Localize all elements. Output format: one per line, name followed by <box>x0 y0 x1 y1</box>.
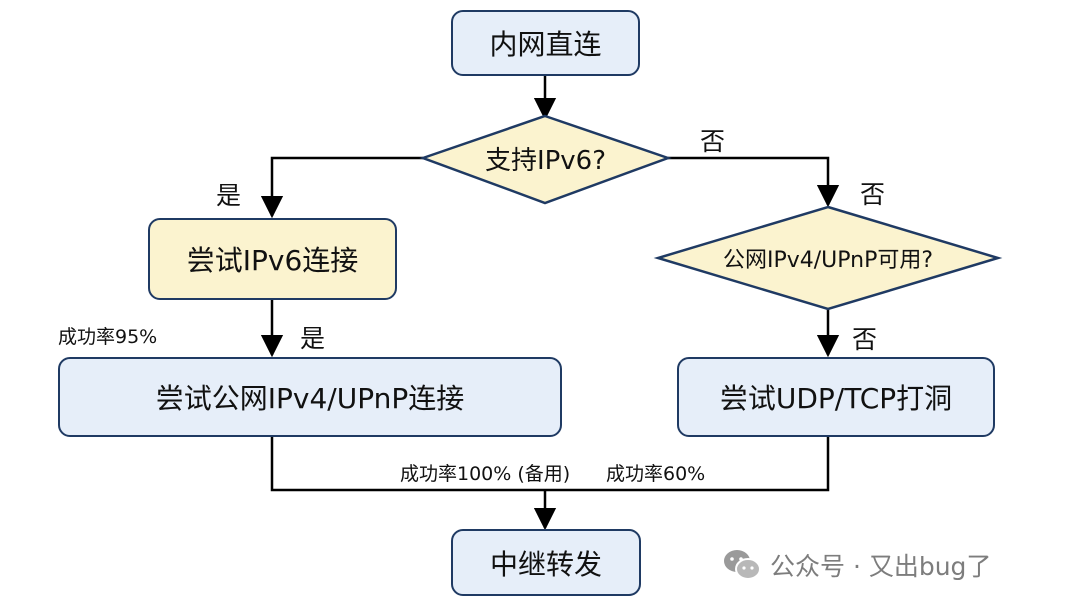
node-relay: 中继转发 <box>451 529 641 596</box>
label-public-no: 否 <box>852 325 878 354</box>
label-ipv6-no: 否 <box>700 127 726 156</box>
decision-public-label: 公网IPv4/UPnP可用? <box>722 248 934 273</box>
label-try-ipv6-yes: 是 <box>300 324 326 353</box>
edge-ipv6-no <box>668 156 840 208</box>
watermark-text: 公众号 · 又出bug了 <box>770 552 992 581</box>
label-rate-ipv6: 成功率95% <box>58 326 158 348</box>
node-try-holepunch: 尝试UDP/TCP打洞 <box>677 357 995 437</box>
watermark: 公众号 · 又出bug了 <box>722 545 991 585</box>
label-ipv6-no-branch: 否 <box>860 180 886 209</box>
decision-ipv6-label: 支持IPv6? <box>484 145 607 176</box>
label-ipv6-yes: 是 <box>216 181 242 210</box>
node-try-ipv6: 尝试IPv6连接 <box>148 218 397 300</box>
edge-ipv6-yes <box>260 156 423 219</box>
label-rate-holepunch: 成功率60% <box>606 463 706 485</box>
edge-merge <box>270 437 830 492</box>
decision-ipv6-diamond <box>419 114 672 205</box>
wechat-icon <box>722 548 762 582</box>
node-try-public-ipv4: 尝试公网IPv4/UPnP连接 <box>58 357 562 437</box>
node-start: 内网直连 <box>451 10 640 76</box>
label-rate-relay: 成功率100% (备用) <box>400 463 571 485</box>
decision-public-diamond <box>653 205 1003 311</box>
